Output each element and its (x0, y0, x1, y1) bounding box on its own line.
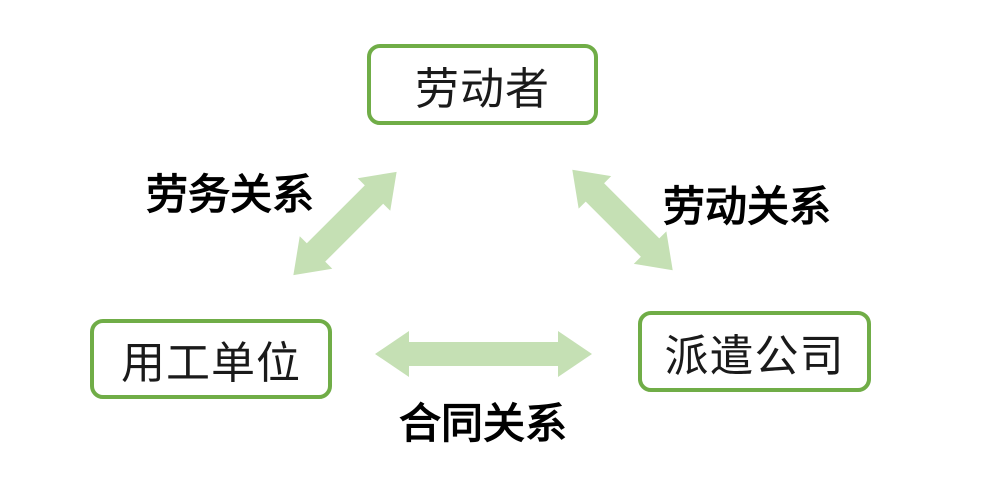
node-dispatch-company-label: 派遣公司 (664, 331, 845, 381)
node-worker-label: 劳动者 (415, 64, 550, 114)
edge-label-labor: 劳动关系 (663, 183, 832, 230)
node-worker: 劳动者 (367, 44, 598, 125)
node-employing-unit-label: 用工单位 (121, 339, 301, 388)
node-employing-unit: 用工单位 (90, 319, 332, 399)
double-arrow-labor-service (293, 171, 397, 276)
double-arrow-contract (375, 331, 592, 377)
double-arrow-labor (572, 169, 673, 271)
node-dispatch-company: 派遣公司 (638, 311, 871, 392)
edge-label-labor-service: 劳务关系 (146, 171, 315, 218)
edge-label-contract: 合同关系 (399, 400, 568, 447)
